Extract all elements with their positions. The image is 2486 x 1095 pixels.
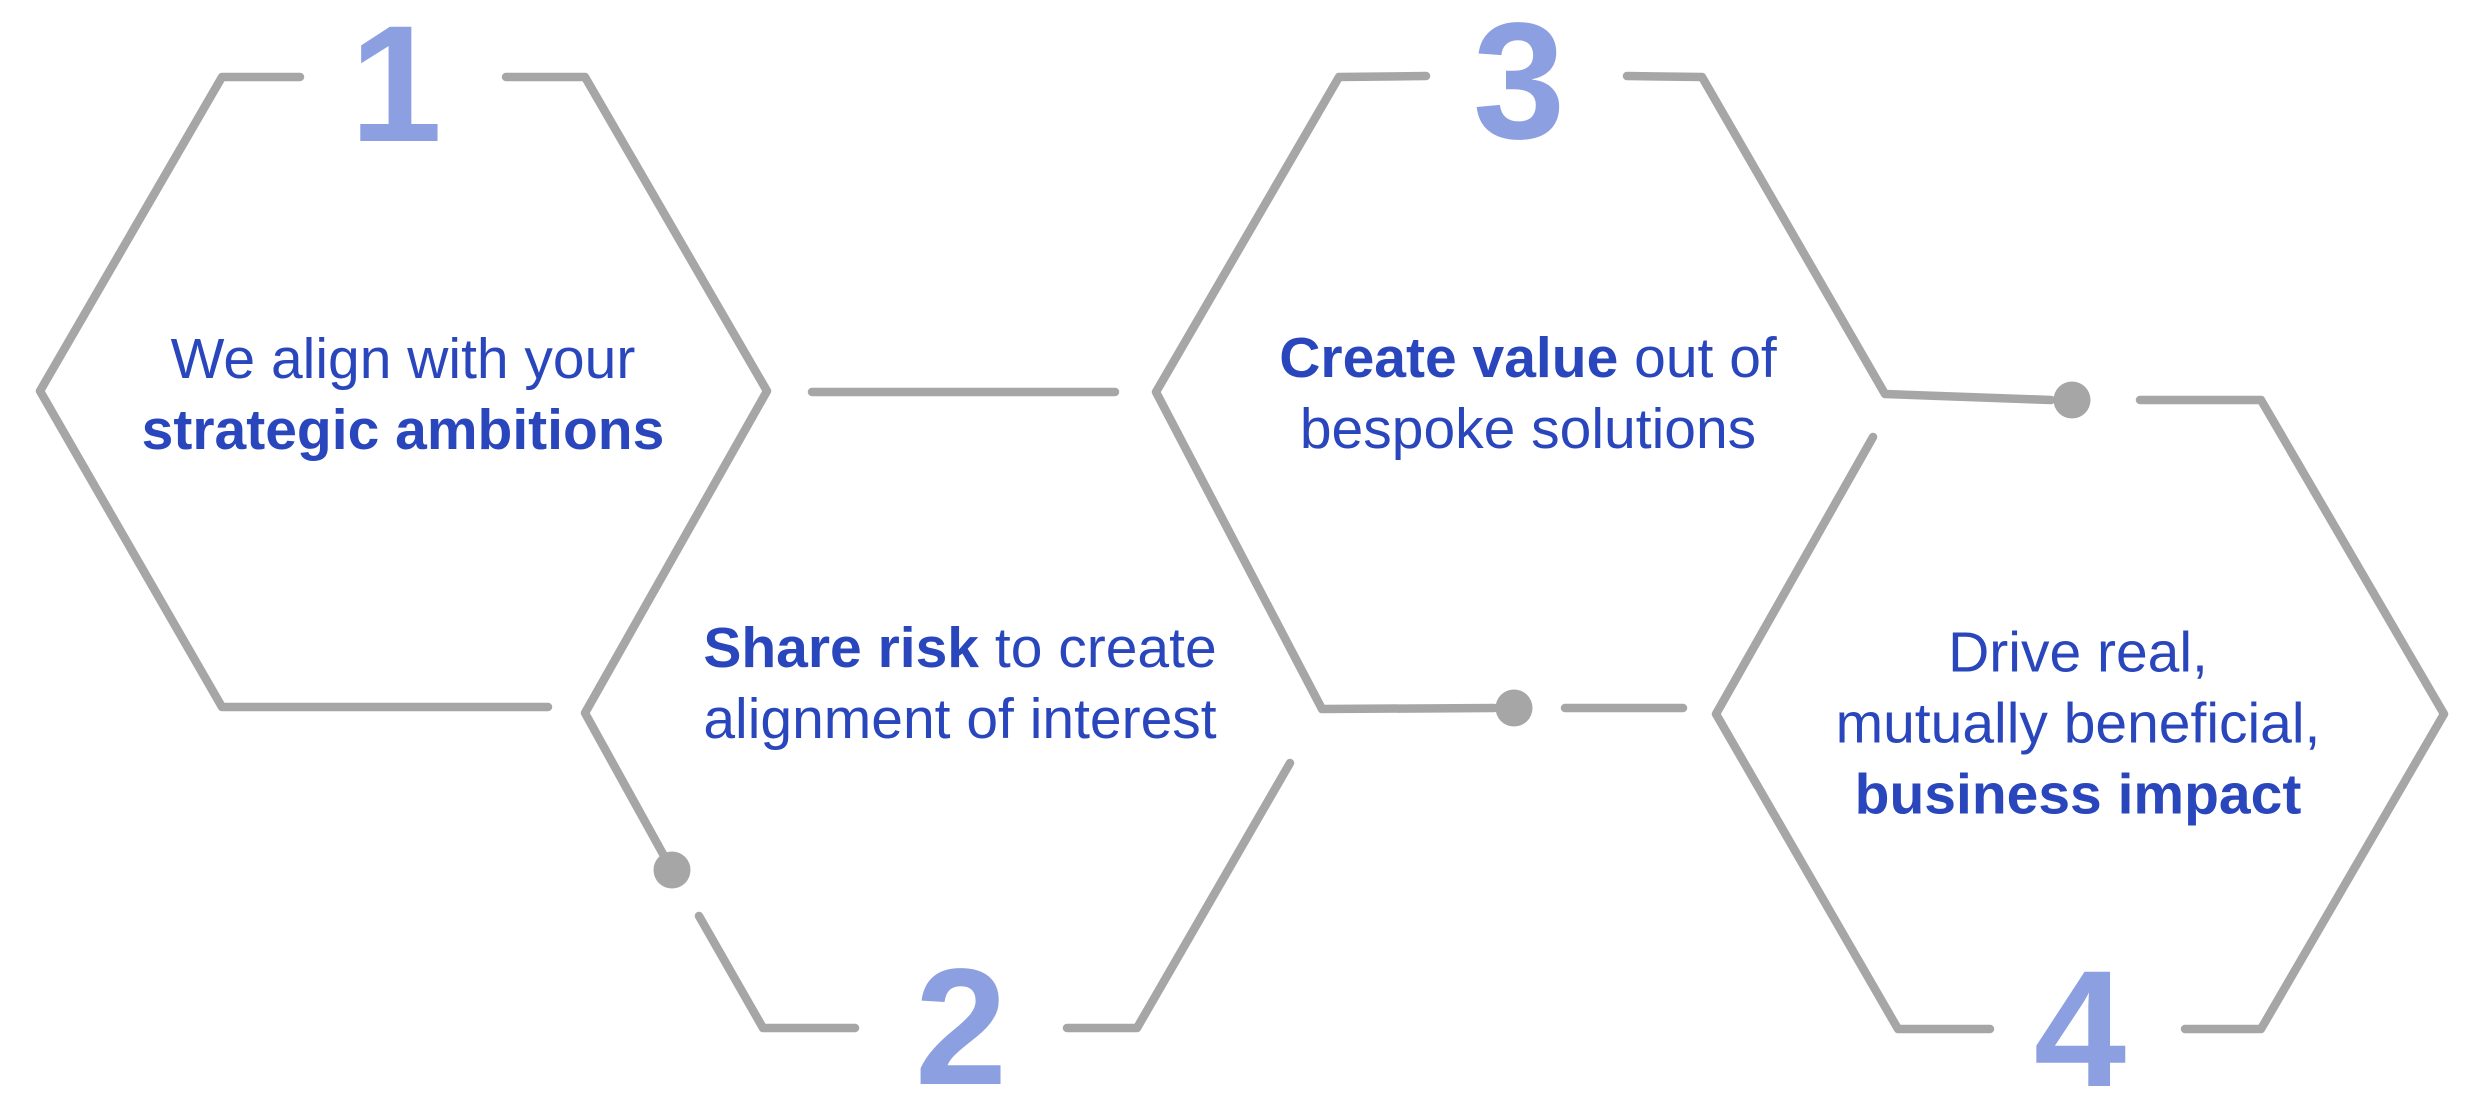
hexagon-3-outline-right xyxy=(1622,71,2056,405)
hexagon-1-outline-left xyxy=(35,72,553,712)
hexagon-3-outline-left xyxy=(1151,71,1499,714)
step-number-1: 1 xyxy=(349,0,443,177)
hexagon-2-outline-lower-left xyxy=(694,911,860,1033)
hexagon-2-label: Share risk to create alignment of intere… xyxy=(703,613,1216,755)
hexagon-4-label: Drive real, mutually beneficial, busines… xyxy=(1836,618,2321,831)
hexagon-4-label-line-3: business impact xyxy=(1854,762,2302,827)
hexagon-4-outline-left xyxy=(1711,432,1995,1034)
hexagon-1-label: We align with your strategic ambitions xyxy=(142,324,665,466)
hexagon-3-label-line-2: bespoke solutions xyxy=(1299,397,1757,461)
step-number-3: 3 xyxy=(1472,0,1566,174)
hexagon-1-label-line-2: strategic ambitions xyxy=(141,398,665,462)
step-number-4: 4 xyxy=(2033,937,2127,1095)
hexagon-3-label: Create value out of bespoke solutions xyxy=(1279,323,1776,465)
connector-dot-3 xyxy=(2053,381,2091,419)
connector-dots xyxy=(653,381,2091,889)
hexagon-4-label-line-1: Drive real, xyxy=(1948,620,2208,685)
connector-dot-2 xyxy=(1495,689,1533,727)
hexagon-1-outline-right xyxy=(501,72,772,859)
hexagon-3-label-line-1: Create value out of xyxy=(1279,326,1777,390)
hexagon-outlines xyxy=(35,71,2449,1034)
hexagon-4-label-line-2: mutually beneficial, xyxy=(1835,691,2321,756)
hexagon-1-label-line-1: We align with your xyxy=(170,327,636,391)
hexagon-2-label-line-1: Share risk to create xyxy=(703,616,1217,680)
hexagon-2-label-line-2: alignment of interest xyxy=(703,687,1217,751)
step-number-2: 2 xyxy=(914,935,1008,1095)
hexagon-4-outline-right xyxy=(2135,395,2449,1034)
hexagon-2-outline-lower-right xyxy=(1062,758,1295,1033)
connector-dot-1 xyxy=(653,851,691,889)
